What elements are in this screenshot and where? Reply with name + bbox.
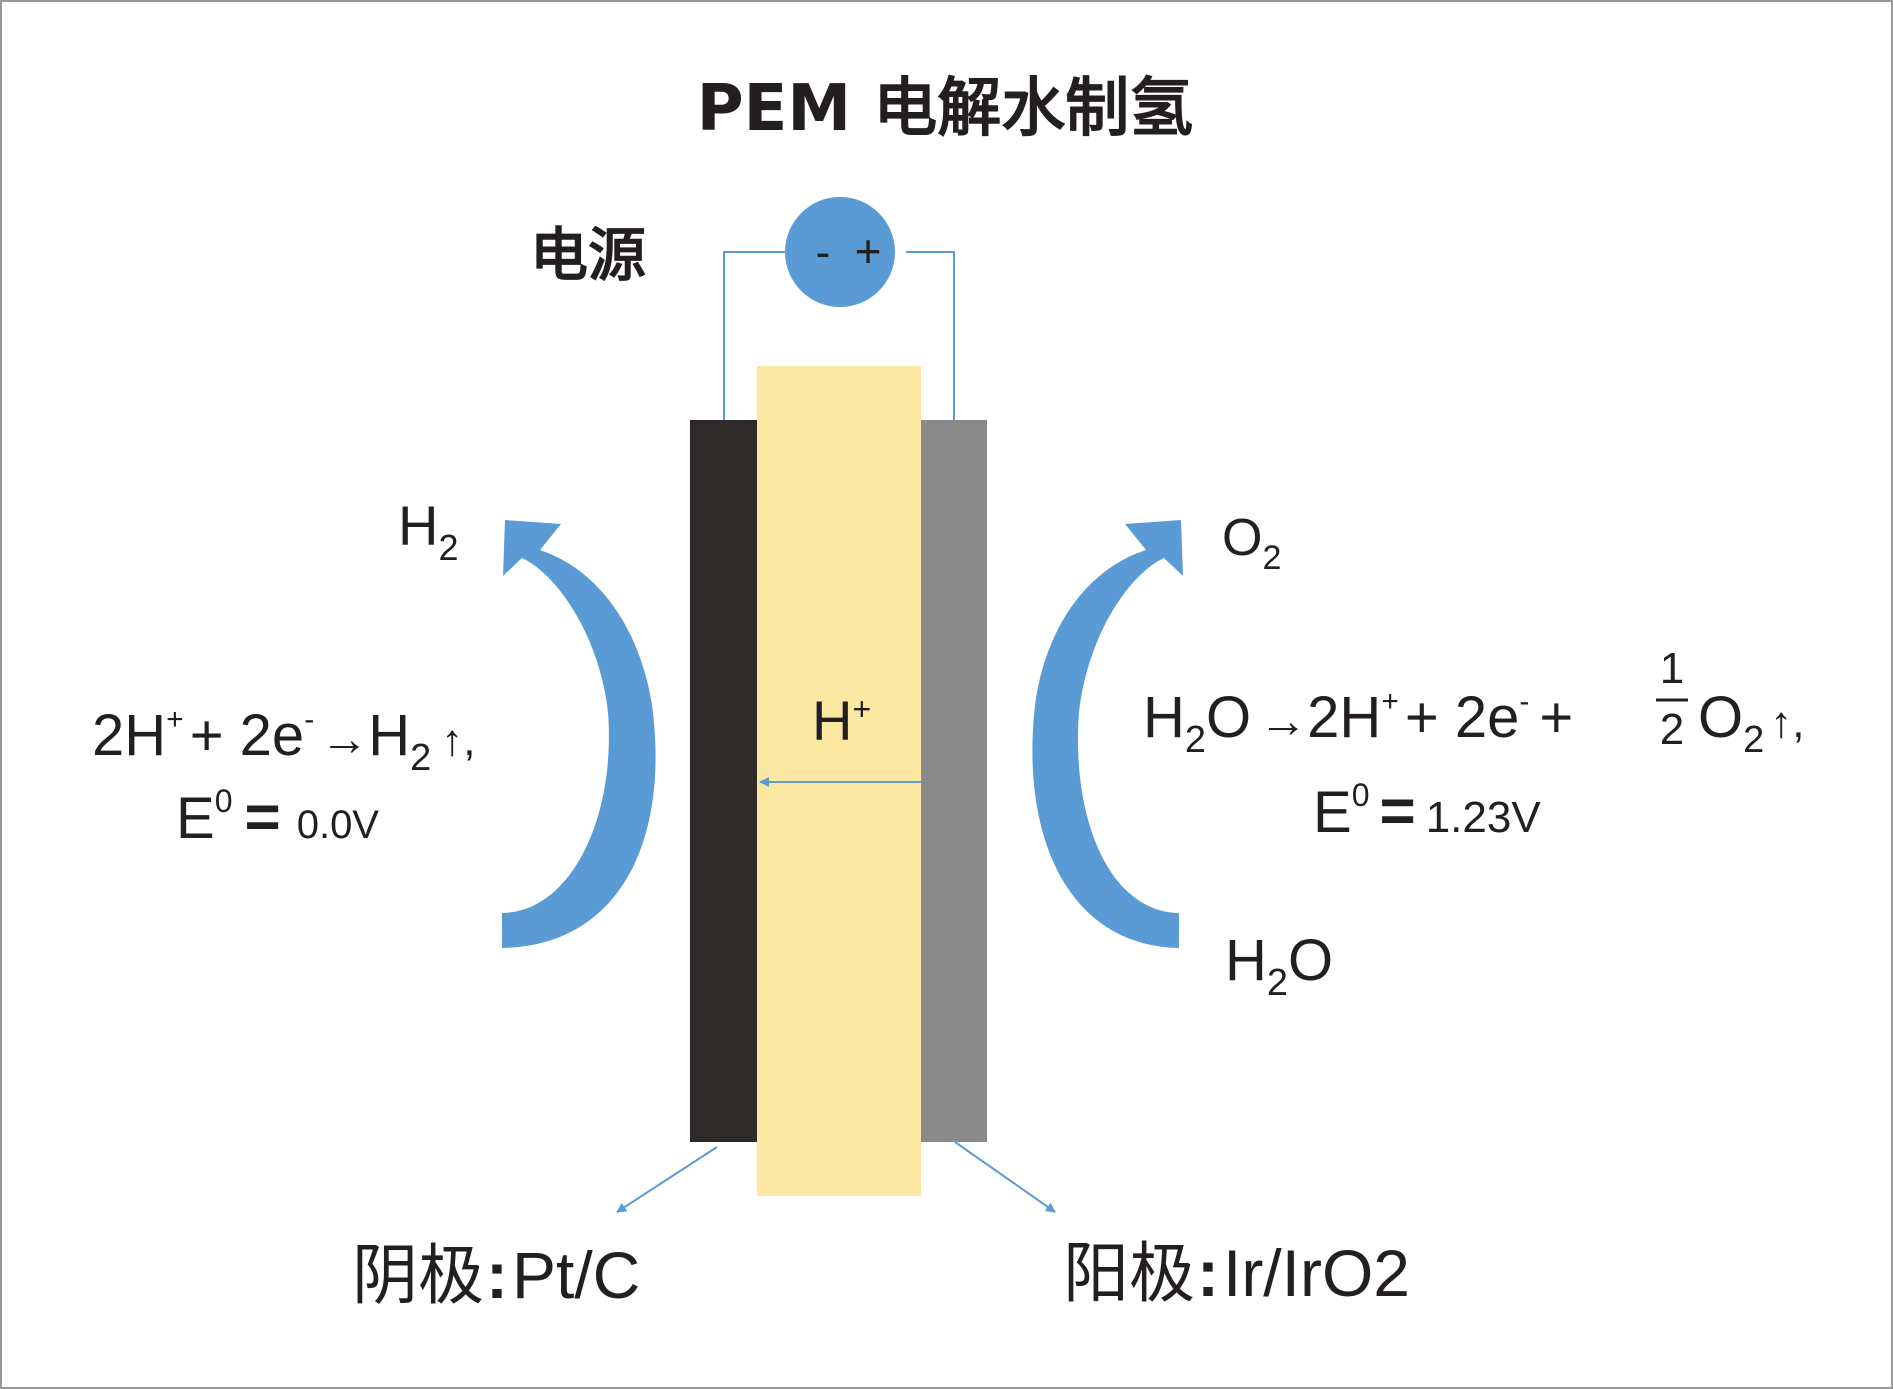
anode-label: 阳极:Ir/IrO2	[1063, 1236, 1410, 1310]
cathode-label: 阴极:Pt/C	[352, 1238, 640, 1312]
water-reactant-label: H2O	[1225, 928, 1333, 1004]
proton-label: H+	[812, 689, 871, 752]
cathode-pointer-line	[616, 1146, 718, 1213]
anode-pointer-line	[954, 1141, 1056, 1213]
anode-standard-potential: E0=1.23V	[1313, 777, 1541, 846]
anode-oxygen-term: O2↑,	[1698, 685, 1805, 761]
cathode-reaction-equation: 2H++ 2e-→H2↑,	[92, 703, 475, 779]
hydrogen-product-label: H2	[398, 494, 458, 568]
power-source-label: 电源	[530, 221, 646, 289]
oxygen-product-label: O2	[1222, 509, 1281, 577]
power-minus-sign: -	[816, 228, 831, 277]
power-plus-sign: +	[855, 225, 882, 277]
fraction-denominator: 2	[1660, 705, 1684, 754]
fraction-numerator: 1	[1660, 644, 1684, 693]
cathode-standard-potential: E0=0.0V	[176, 783, 379, 852]
oxygen-flow-arrow	[1032, 520, 1183, 948]
cathode-plate	[690, 420, 757, 1142]
power-source-icon	[785, 197, 895, 307]
diagram-title: PEM 电解水制氢	[697, 72, 1194, 146]
anode-reaction-equation: H2O→2H++ 2e-+	[1143, 685, 1573, 761]
hydrogen-flow-arrow	[502, 520, 656, 948]
anode-plate	[921, 420, 987, 1142]
circuit-wire	[723, 251, 955, 420]
